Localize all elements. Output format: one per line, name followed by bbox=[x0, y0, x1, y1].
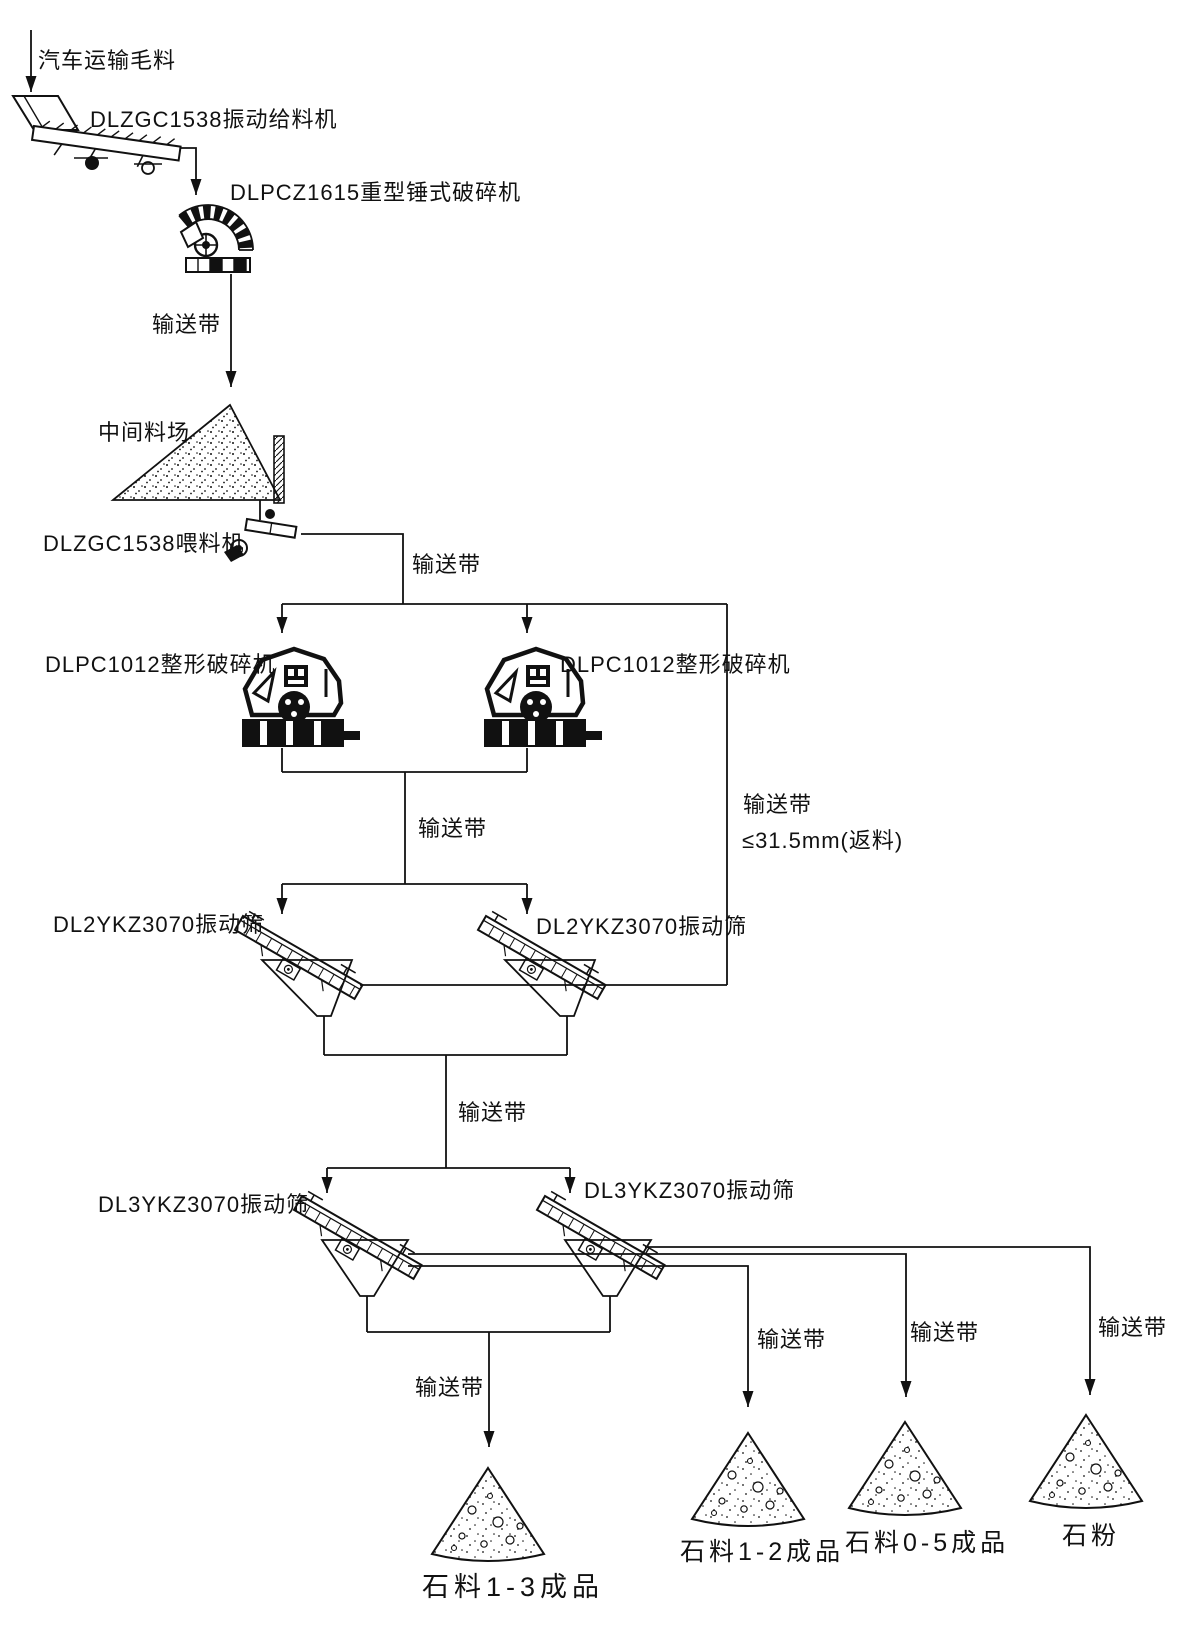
stockpile-icon bbox=[110, 403, 285, 504]
vibrating-feeder-icon bbox=[11, 95, 182, 175]
product-1-3-pile-icon bbox=[431, 1467, 545, 1562]
screen3-right-funnel bbox=[563, 1239, 653, 1297]
flow-line-feeder2-to-split bbox=[301, 533, 404, 604]
label-conveyor-7: 输送带 bbox=[910, 1320, 979, 1345]
label-product-0-5: 石料0-5成品 bbox=[845, 1529, 1009, 1557]
label-shaping-crusher-right: DLPC1012整形破碎机 bbox=[560, 652, 791, 677]
flow-line-screen3-collect bbox=[366, 1296, 611, 1333]
stone-powder-pile-icon bbox=[1029, 1414, 1143, 1509]
feeder-icon bbox=[224, 509, 298, 562]
label-return-spec: ≤31.5mm(返料) bbox=[742, 828, 903, 853]
label-screen3-right: DL3YKZ3070振动筛 bbox=[584, 1178, 795, 1203]
screen2-right-funnel bbox=[502, 959, 597, 1017]
label-truck-raw-material: 汽车运输毛料 bbox=[38, 48, 176, 73]
label-screen3-left: DL3YKZ3070振动筛 bbox=[98, 1192, 309, 1217]
product-0-5-pile-icon bbox=[848, 1421, 962, 1516]
label-product-1-2: 石料1-2成品 bbox=[680, 1538, 844, 1566]
product-1-2-pile-icon bbox=[691, 1432, 805, 1527]
label-conveyor-2: 输送带 bbox=[412, 552, 481, 577]
flow-arrow-to-product-1-2 bbox=[408, 1265, 754, 1407]
label-conveyor-6: 输送带 bbox=[757, 1327, 826, 1352]
flow-lines bbox=[25, 30, 1096, 1447]
label-conveyor-3: 输送带 bbox=[418, 816, 487, 841]
label-screen2-right: DL2YKZ3070振动筛 bbox=[536, 914, 747, 939]
label-shaping-crusher-left: DLPC1012整形破碎机 bbox=[45, 652, 276, 677]
hammer-crusher-icon bbox=[178, 204, 254, 273]
flow-arrow-to-stone-powder bbox=[645, 1246, 1096, 1395]
label-hammer-crusher: DLPCZ1615重型锤式破碎机 bbox=[230, 180, 521, 205]
label-conveyor-4: 输送带 bbox=[458, 1100, 527, 1125]
screen2-left-funnel bbox=[259, 959, 354, 1017]
label-vibrating-feeder: DLZGC1538振动给料机 bbox=[90, 107, 338, 132]
label-stone-powder: 石粉 bbox=[1062, 1522, 1120, 1550]
flow-line-screen2-collect bbox=[323, 1016, 568, 1056]
label-conveyor-8: 输送带 bbox=[1098, 1315, 1167, 1340]
label-feeder: DLZGC1538喂料机 bbox=[43, 531, 245, 556]
flow-line-crusher-collect bbox=[281, 748, 528, 773]
label-screen2-left: DL2YKZ3070振动筛 bbox=[53, 912, 264, 937]
label-product-1-3: 石料1-3成品 bbox=[422, 1572, 604, 1602]
flow-arrow-feeder-to-crusher bbox=[180, 147, 202, 195]
label-stockpile: 中间料场 bbox=[98, 420, 190, 445]
label-conveyor-5: 输送带 bbox=[415, 1375, 484, 1400]
label-conveyor-1: 输送带 bbox=[152, 312, 221, 337]
label-return-conveyor: 输送带 bbox=[743, 792, 812, 817]
screen3-left-funnel bbox=[320, 1239, 410, 1297]
